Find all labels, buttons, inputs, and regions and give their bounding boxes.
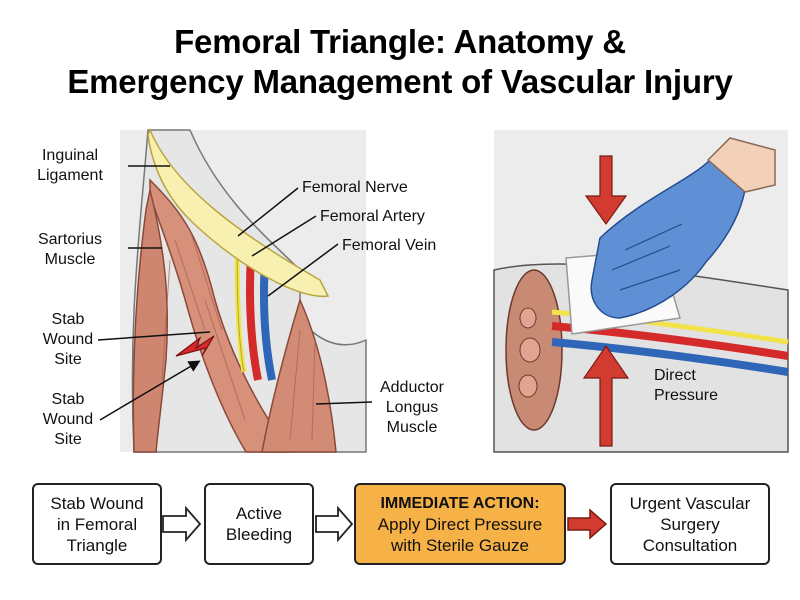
pressure-arrow-up	[582, 344, 630, 447]
pressure-arrow-down	[584, 155, 628, 226]
leader-vein	[267, 243, 339, 297]
label-sartorius-muscle: Sartorius Muscle	[37, 231, 103, 268]
label-femoral-nerve: Femoral Nerve	[302, 179, 408, 196]
label-inguinal-ligament: Inguinal Ligament	[37, 147, 103, 184]
label-femoral-vein: Femoral Vein	[342, 237, 437, 254]
leader-adductor	[315, 401, 373, 405]
anatomy-panel	[97, 128, 373, 453]
title-line-1: Femoral Triangle: Anatomy &	[174, 23, 626, 60]
inguinal-ligament	[147, 128, 330, 298]
flow-arrows	[162, 505, 608, 543]
leader-stab-1	[97, 331, 211, 341]
gloved-hand	[590, 158, 746, 319]
flow-step-active-bleeding: Active Bleeding	[204, 483, 314, 565]
stab-wound-mark	[175, 335, 215, 357]
leader-nerve	[237, 187, 299, 237]
label-femoral-artery: Femoral Artery	[320, 208, 425, 225]
immediate-action-heading: IMMEDIATE ACTION:	[380, 494, 540, 512]
label-stab-wound-site-2: Stab Wound Site	[42, 391, 94, 448]
muscle-fibers	[161, 229, 316, 441]
label-direct-pressure: Direct Pressure	[654, 367, 719, 404]
flow-step-vascular-consult: Urgent Vascular Surgery Consultation	[610, 483, 770, 565]
flow-arrow-3	[567, 508, 608, 540]
title-line-2: Emergency Management of Vascular Injury	[67, 63, 733, 100]
label-adductor-longus: Adductor Longus Muscle	[379, 379, 445, 436]
limb-vein	[551, 338, 789, 376]
leader-artery	[251, 215, 317, 257]
flow-arrow-1	[162, 505, 202, 543]
lateral-muscle	[132, 189, 169, 453]
forearm-skin	[706, 137, 776, 193]
leader-stab-2	[99, 360, 201, 421]
flow-arrow-2	[315, 505, 354, 543]
label-stab-wound-site-1: Stab Wound Site	[42, 311, 94, 368]
pressure-panel	[493, 130, 789, 453]
flow-step-stab-wound: Stab Wound in Femoral Triangle	[32, 483, 162, 565]
flow-step-immediate-action: IMMEDIATE ACTION: Apply Direct Pressure …	[354, 483, 566, 565]
page-title: Femoral Triangle: Anatomy & Emergency Ma…	[0, 22, 800, 102]
